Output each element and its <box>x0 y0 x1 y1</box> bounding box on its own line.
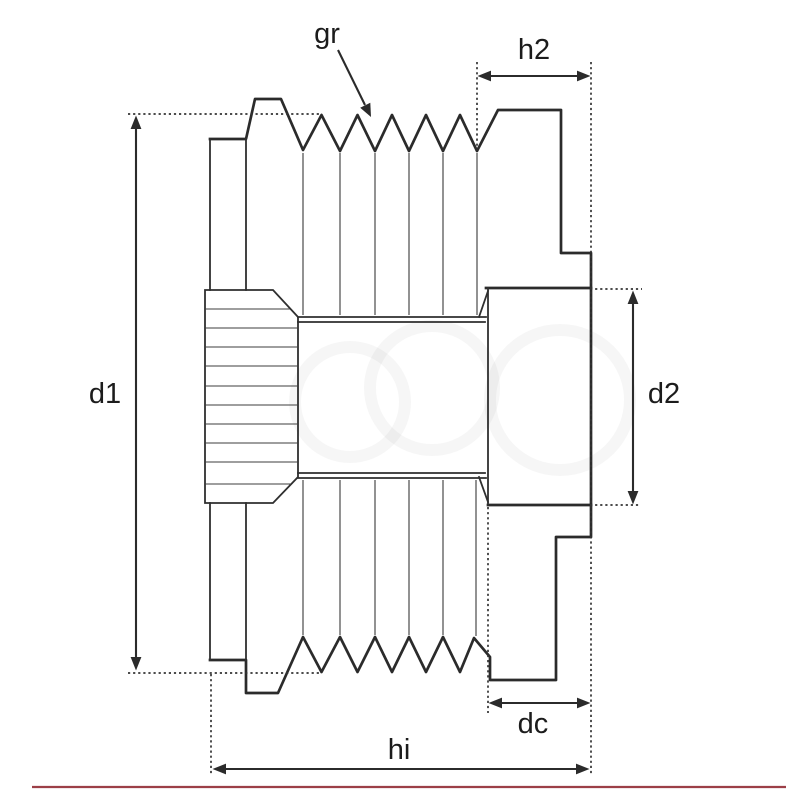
d2-arrowhead-bottom <box>627 491 639 505</box>
gr-label: gr <box>314 18 340 50</box>
pulley-bottom-profile <box>208 503 593 695</box>
h2-arrowhead-right <box>577 70 591 82</box>
watermark <box>295 326 630 470</box>
watermark-circle <box>295 347 405 457</box>
dimension-extension-lines <box>128 62 642 776</box>
gr-leader-line <box>337 49 366 106</box>
h2-arrowhead-left <box>477 70 491 82</box>
d2-arrowhead-top <box>627 290 639 304</box>
watermark-circle <box>490 330 630 470</box>
dimension-d2: d2 <box>627 290 680 505</box>
hub-spline-hatch-lines <box>205 308 298 485</box>
dc-arrowhead-left <box>488 697 502 709</box>
hi-label: hi <box>388 734 411 766</box>
dimension-h2: h2 <box>477 34 591 82</box>
dimension-dc: dc <box>488 697 591 740</box>
hub-splined-block-outline <box>204 289 299 504</box>
dimension-d1: d1 <box>89 115 142 671</box>
left-rim-edges <box>209 138 247 661</box>
hi-arrowhead-right <box>576 763 590 775</box>
groove-wall-lines-bottom <box>302 480 477 636</box>
pulley-top-profile <box>208 97 593 290</box>
inner-sleeve-lines <box>297 316 487 479</box>
right-hub-chamfers <box>477 289 490 504</box>
d1-arrowhead-top <box>130 115 142 129</box>
gr-arrowhead <box>360 102 371 117</box>
d2-label: d2 <box>648 378 680 410</box>
h2-label: h2 <box>518 34 550 66</box>
watermark-circle <box>370 326 494 450</box>
dimension-hi: hi <box>212 734 590 775</box>
hi-arrowhead-left <box>212 763 226 775</box>
d1-label: d1 <box>89 378 121 410</box>
d1-arrowhead-bottom <box>130 657 142 671</box>
dc-arrowhead-right <box>577 697 591 709</box>
groove-wall-lines-top <box>302 153 478 315</box>
dc-label: dc <box>518 708 549 740</box>
callout-gr: gr <box>314 18 371 117</box>
